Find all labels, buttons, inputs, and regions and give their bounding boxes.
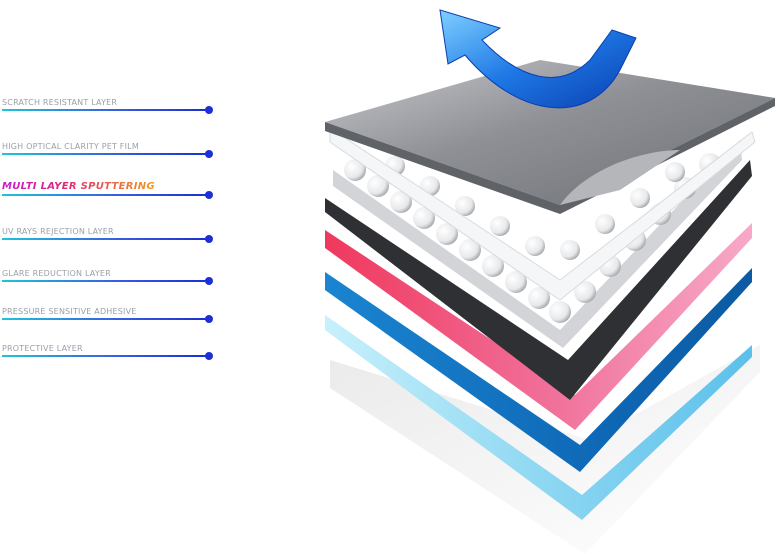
leader-dot: [205, 277, 213, 285]
scratch-resistant-edge: [325, 98, 775, 214]
layer-row-glare-reduction: GLARE REDUCTION LAYER: [0, 263, 215, 285]
leader-line: [2, 355, 209, 357]
layer-label: UV RAYS REJECTION LAYER: [2, 227, 114, 236]
layer-label: PRESSURE SENSITIVE ADHESIVE: [2, 307, 137, 316]
leader-dot: [205, 315, 213, 323]
leader-line: [2, 109, 209, 111]
leader-dot: [205, 191, 213, 199]
leader-line: [2, 280, 209, 282]
layer-row-uv-rejection: UV RAYS REJECTION LAYER: [0, 221, 215, 243]
uv-rejection-layer: [325, 160, 752, 400]
layer-labels: SCRATCH RESISTANT LAYER HIGH OPTICAL CLA…: [0, 0, 230, 554]
layer-label: HIGH OPTICAL CLARITY PET FILM: [2, 142, 139, 151]
layer-row-protective: PROTECTIVE LAYER: [0, 338, 215, 360]
glare-reduction-layer: [325, 223, 752, 430]
layer-label: PROTECTIVE LAYER: [2, 344, 83, 353]
leader-dot: [205, 150, 213, 158]
leader-line: [2, 194, 209, 196]
layer-row-scratch-resistant: SCRATCH RESISTANT LAYER: [0, 92, 215, 114]
leader-line: [2, 153, 209, 155]
peeled-corner: [560, 150, 680, 205]
scratch-resistant-layer: [325, 60, 775, 205]
sputtering-layer: [333, 140, 742, 348]
layer-label: GLARE REDUCTION LAYER: [2, 269, 111, 278]
pet-film-layer: [329, 127, 756, 301]
layer-row-multi-layer-sputtering: MULTI LAYER SPUTTERING: [0, 177, 215, 199]
film-layer-stack-illustration: [325, 9, 775, 554]
leader-dot: [205, 352, 213, 360]
leader-dot: [205, 106, 213, 114]
sputtering-bubbles: [344, 153, 721, 323]
protective-layer: [325, 315, 752, 520]
layer-label-highlight: MULTI LAYER SPUTTERING: [2, 181, 155, 192]
layer-row-adhesive: PRESSURE SENSITIVE ADHESIVE: [0, 301, 215, 323]
layer-label: SCRATCH RESISTANT LAYER: [2, 98, 118, 107]
reflection-arrow-icon: [439, 9, 637, 109]
leader-dot: [205, 235, 213, 243]
layer-row-pet-film: HIGH OPTICAL CLARITY PET FILM: [0, 136, 215, 158]
leader-line: [2, 238, 209, 240]
adhesive-layer: [325, 268, 752, 472]
leader-line: [2, 318, 209, 320]
